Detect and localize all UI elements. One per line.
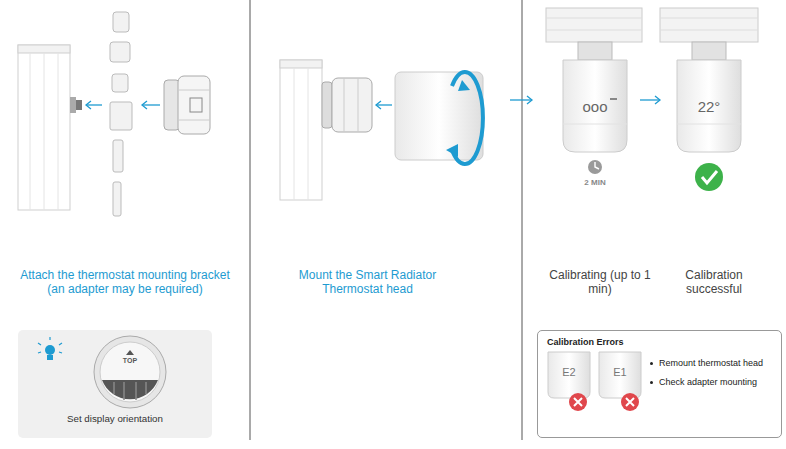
bullet-item: Check adapter mounting [659,377,777,388]
tip-panel: Set display orientation [18,330,212,438]
timer-label: 2 MIN [565,178,625,188]
step-caption: Calibrating (up to 1 min) [545,268,655,297]
display-readout: E2 [553,366,585,379]
error-panel: Calibration ErrorsRemount thermostat hea… [537,330,782,438]
thermostat-head [395,72,483,164]
dial-label: TOP [110,357,150,365]
step-caption: Mount the Smart Radiator Thermostat head [280,268,455,297]
radiator [18,45,82,210]
tip-panel-fill [18,330,212,438]
thermostat-success [660,8,758,191]
bulb-icon [38,337,62,360]
error-thermostats [548,352,641,411]
orientation-dial [94,336,166,408]
display-readout: ooo [565,98,625,116]
display-readout: 22° [679,98,739,116]
arrow [376,101,392,109]
radiator [280,60,372,200]
panel-heading: Calibration Errors [547,337,697,348]
thermostat-calibrating [546,8,642,174]
display-readout: E1 [604,366,636,379]
adapter-set [110,12,132,216]
step-caption: Calibration successful [659,268,769,297]
step-caption: Attach the thermostat mounting bracket (… [18,268,232,297]
mounting-bracket [164,76,210,134]
bullet-item: Remount thermostat head [659,358,777,369]
tip-text: Set display orientation [18,413,212,425]
